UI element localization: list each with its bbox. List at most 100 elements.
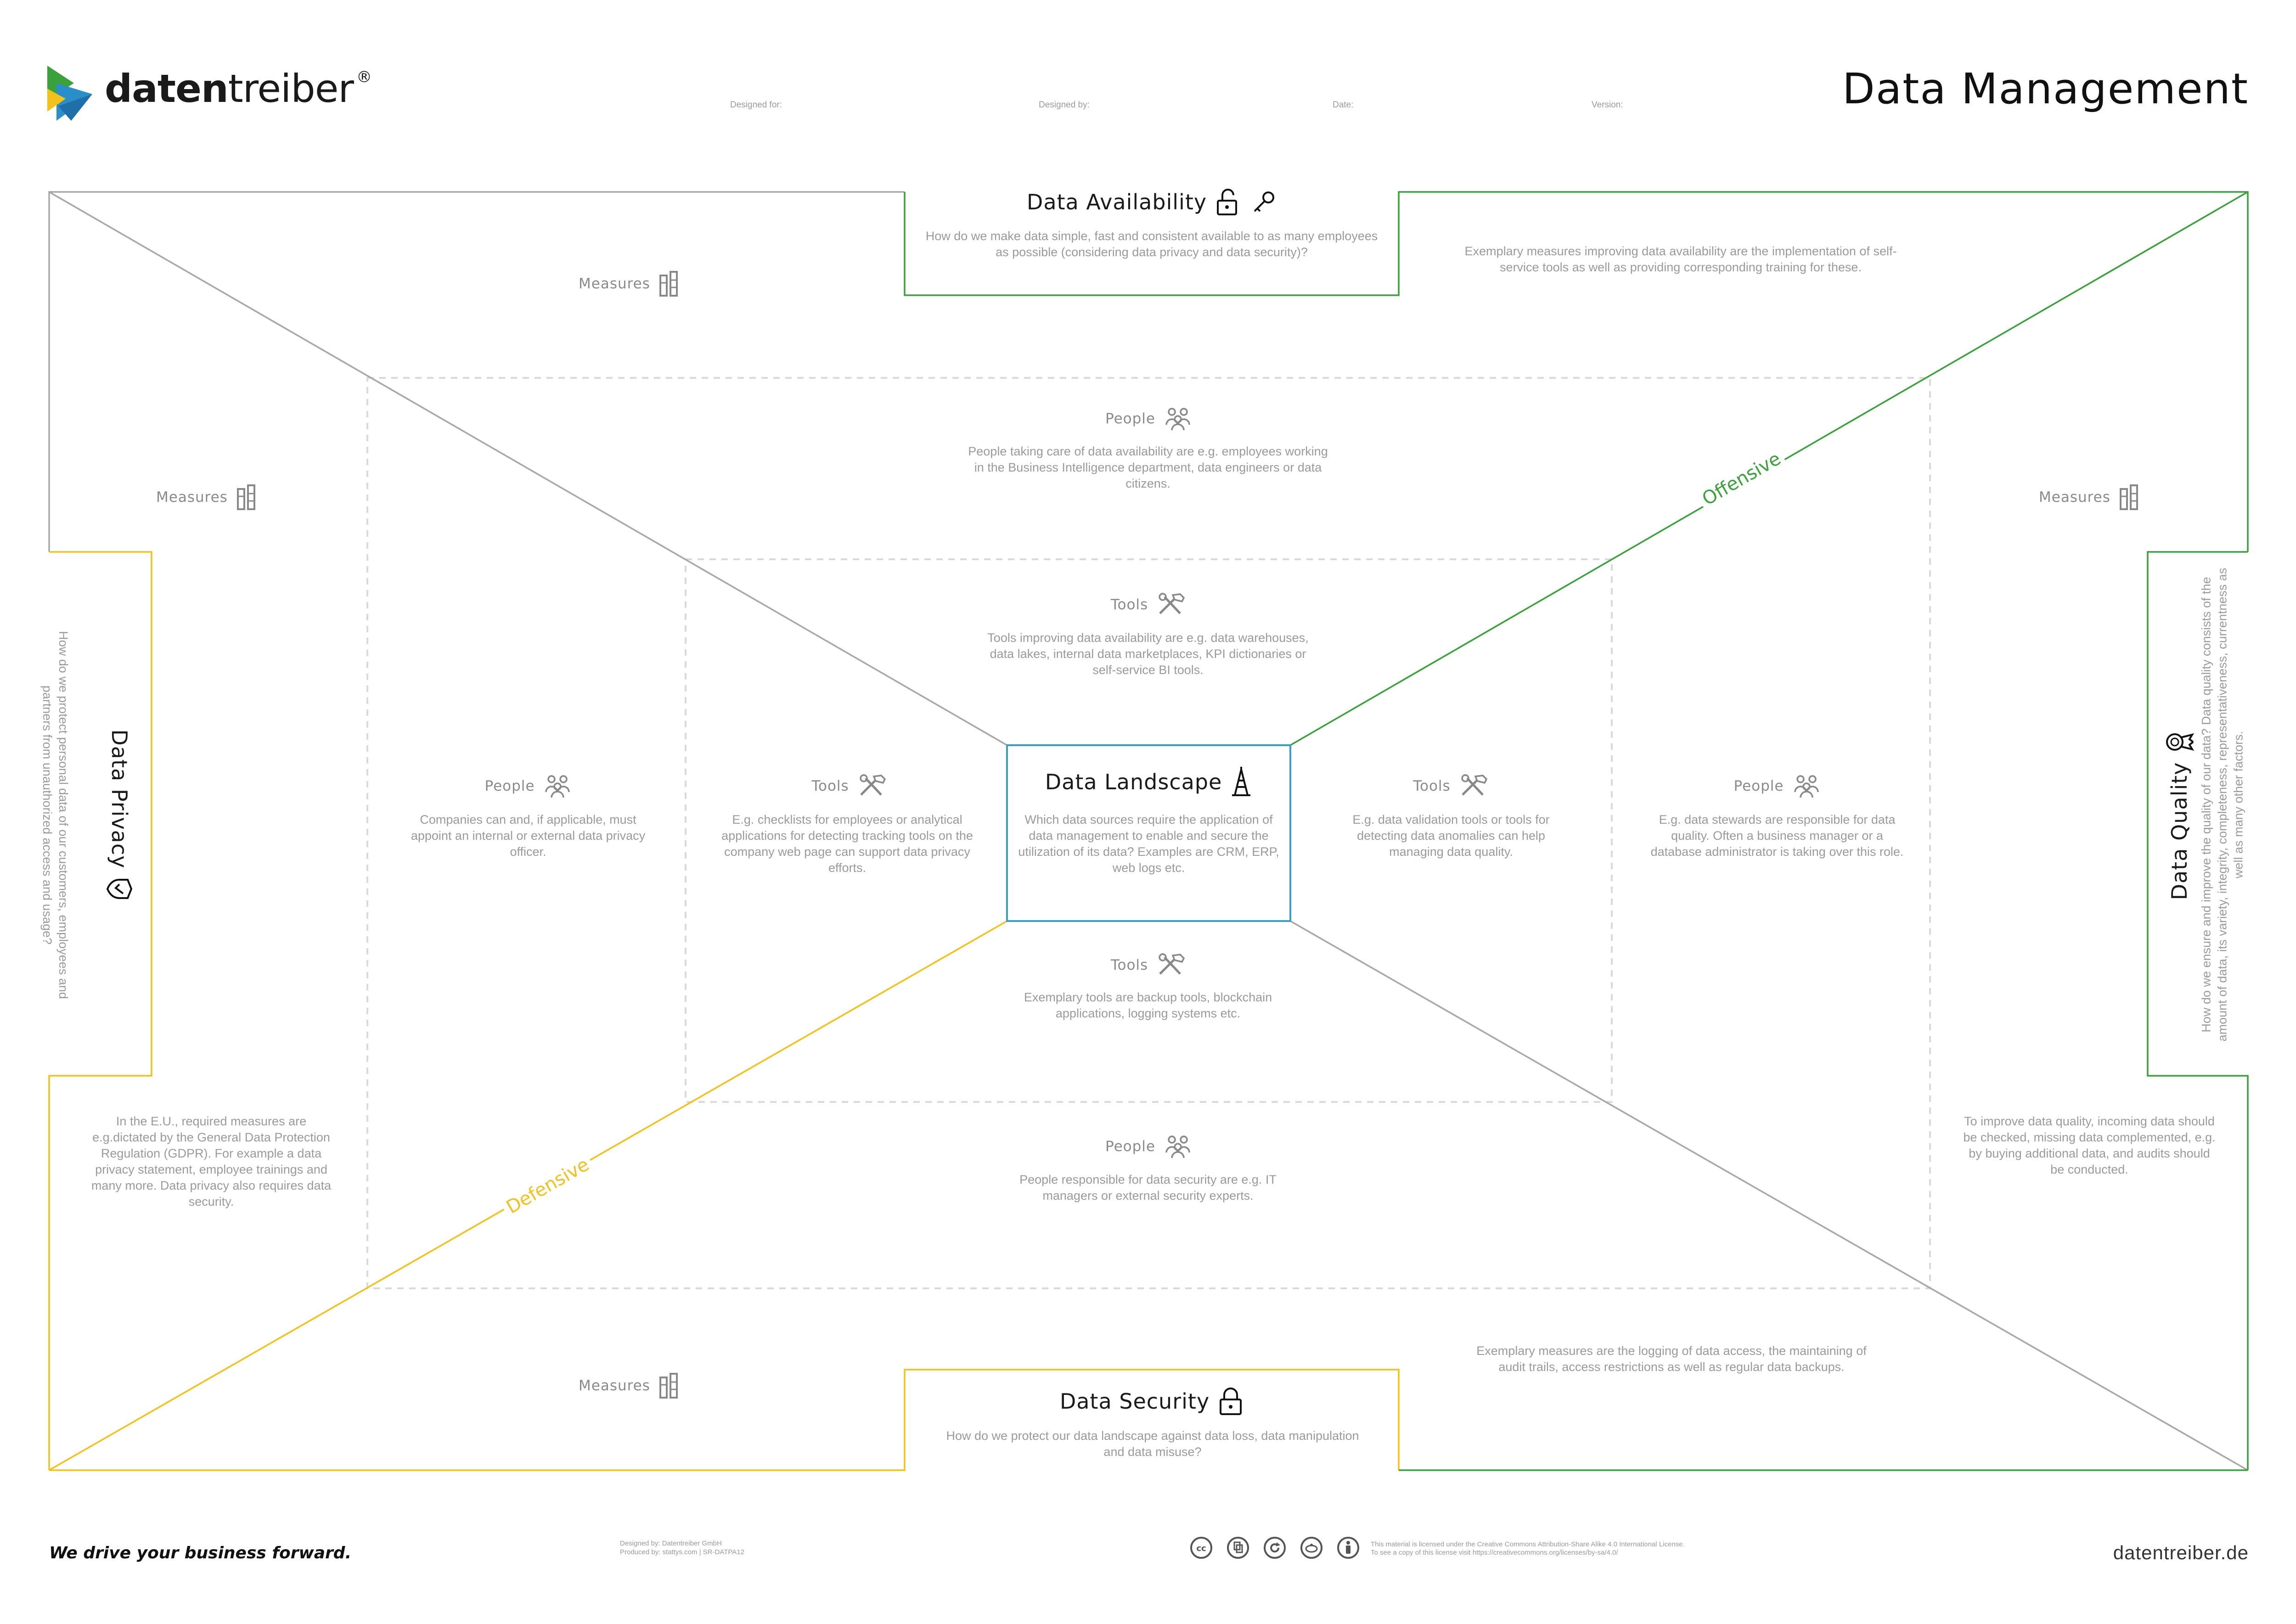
availability-people-label-row: People [1007,406,1290,431]
quality-tools-label-row: Tools [1313,774,1589,798]
designed-for-label: Designed for: [730,100,782,110]
quality-tools-label: Tools [1413,778,1451,794]
landscape-text: Which data sources require the applicati… [1018,813,1279,875]
shield-icon [106,878,133,899]
security-measures-label-row: Measures [579,1373,680,1399]
quality-people-label: People [1733,778,1784,794]
security-people-label: People [1105,1138,1155,1155]
privacy-people-label-row: People [377,774,680,798]
quality-tools-text: E.g. data validation tools or tools for … [1352,813,1550,859]
security-measures-text: Exemplary measures are the logging of da… [1476,1344,1867,1374]
privacy-measures-label: Measures [156,489,228,506]
security-tools-label: Tools [1110,957,1148,973]
people-icon [545,775,570,798]
landscape-title: Data Landscape [1045,770,1222,794]
landscape-title-row: Data Landscape [1007,766,1290,798]
cc-icon: cc [1190,1537,1212,1559]
security-people-label-row: People [1007,1134,1290,1159]
brand-name-light: treiber [228,66,354,111]
tagline: We drive your business forward. [49,1544,352,1562]
privacy-question: How do we protect personal data of our c… [40,631,70,999]
registered-mark: ® [356,68,372,86]
svg-text:cc: cc [1196,1544,1206,1553]
tools-icon [1461,774,1487,796]
cc-license-icons[interactable]: cc [1189,1536,1360,1560]
version-label: Version: [1592,100,1623,110]
lock-icon [1220,1388,1242,1415]
diagonal-bottom-right [1290,920,2248,1471]
security-tools-label-row: Tools [1007,953,1290,978]
people-icon [1794,775,1819,798]
availability-people-label: People [1105,410,1155,427]
quality-measures-label-row: Measures [2039,484,2140,510]
produced-by-credit: Produced by: stattys.com | SR-DATPA12 [620,1548,744,1556]
frame-top-left [48,191,905,552]
measures-icon [659,1373,678,1399]
availability-question: How do we make data simple, fast and con… [925,229,1378,259]
datentreiber-logo-mark [47,66,92,121]
people-icon [1165,408,1190,431]
privacy-tools-label: Tools [811,778,849,794]
unlock-icon [1217,189,1238,215]
tools-icon [1159,593,1185,614]
license-line-1: This material is licensed under the Crea… [1371,1540,1685,1548]
security-people-text: People responsible for data security are… [1019,1173,1277,1203]
quality-title: Data Quality [2167,762,2192,900]
tools-zone-outline [685,558,1613,1103]
measures-icon [236,484,255,510]
frame-quality [2147,551,2249,1470]
nc-icon [1300,1537,1322,1559]
quality-title-row: Data Quality [2163,673,2195,957]
quality-people-label-row: People [1630,774,1924,798]
privacy-measures-label-row: Measures [156,484,257,510]
measures-icon [2119,484,2138,510]
availability-tools-label-row: Tools [1007,592,1290,617]
frame-privacy [48,551,152,1470]
measures-icon [659,271,678,297]
quality-people-text: E.g. data stewards are responsible for d… [1650,813,1904,859]
security-tools-text: Exemplary tools are backup tools, blockc… [1024,990,1272,1020]
security-question: How do we protect our data landscape aga… [946,1429,1359,1459]
privacy-title: Data Privacy [107,729,132,869]
date-label: Date: [1333,100,1354,110]
privacy-measures-text: In the E.U., required measures are e.g.d… [91,1114,332,1208]
availability-title: Data Availability [1026,190,1207,214]
oil-rig-icon [1232,767,1251,796]
security-title-row: Data Security [905,1385,1399,1417]
privacy-people-label: People [484,778,535,794]
availability-measures-label-row: Measures [579,271,680,297]
by-icon [1227,1537,1249,1559]
availability-title-row: Data Availability [905,186,1399,218]
tools-icon [859,774,886,796]
privacy-people-text: Companies can and, if applicable, must a… [411,813,646,859]
tools-icon [1159,953,1185,975]
key-icon [1254,191,1275,212]
frame-availability [904,191,2249,552]
availability-tools-label: Tools [1110,596,1148,613]
quality-measures-label: Measures [2039,489,2110,506]
privacy-tools-label-row: Tools [703,774,996,798]
designed-by-credit: Designed by: Datentreiber GmbH [620,1540,722,1547]
security-measures-label: Measures [579,1377,650,1394]
availability-measures-label: Measures [579,275,650,292]
person-icon [1337,1537,1359,1559]
security-title: Data Security [1059,1389,1210,1414]
people-icon [1165,1135,1190,1158]
quality-measures-text: To improve data quality, incoming data s… [1963,1114,2216,1176]
diagonal-top-left [49,191,1007,746]
page-title: Data Management [1842,64,2249,113]
sa-icon [1264,1537,1286,1559]
availability-tools-text: Tools improving data availability are e.… [987,631,1309,677]
privacy-title-row: Data Privacy [103,673,135,957]
designed-by-label: Designed by: [1039,100,1090,110]
brand-name-bold: daten [105,66,229,111]
badge-icon [2166,733,2194,751]
frame-security-left [49,1369,1400,1471]
availability-measures-text: Exemplary measures improving data availa… [1464,244,1897,274]
license-line-2: To see a copy of this license visit http… [1371,1549,1618,1557]
people-zone-outline [366,377,1931,1289]
website-link[interactable]: datentreiber.de [2113,1542,2249,1563]
availability-people-text: People taking care of data availability … [968,444,1328,490]
quality-question: How do we ensure and improve the quality… [2199,568,2245,1042]
